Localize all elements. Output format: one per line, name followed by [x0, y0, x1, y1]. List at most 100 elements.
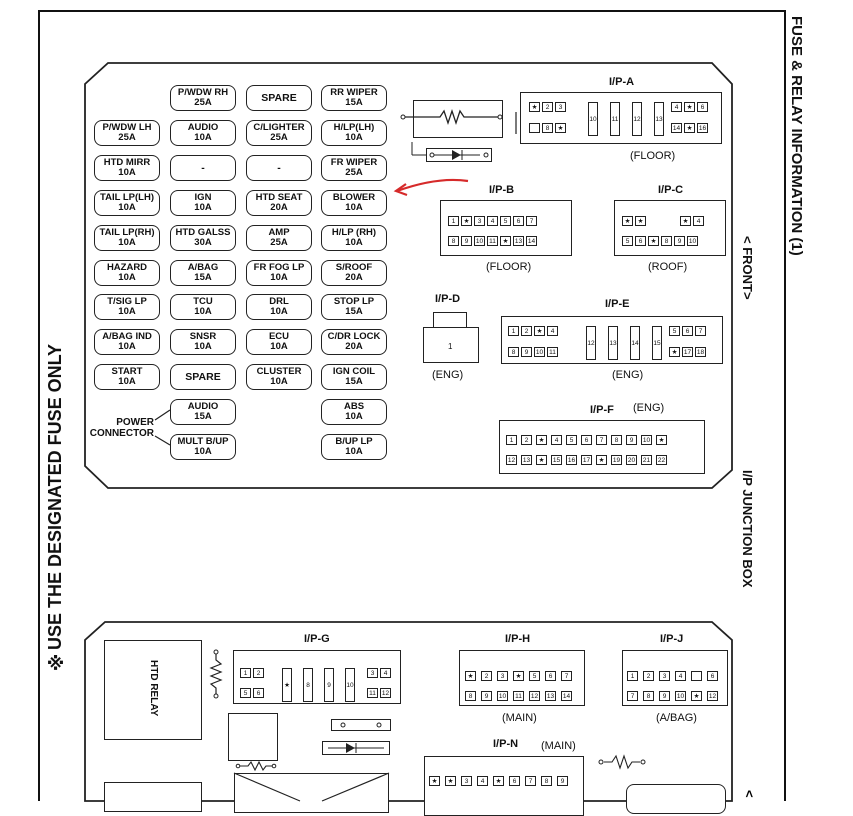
pin: ★ [534, 326, 545, 336]
pin: ★ [461, 216, 472, 226]
pin: 3 [497, 671, 508, 681]
pin: 3 [555, 102, 566, 112]
pin: 22 [656, 455, 667, 465]
fuse-blank: - [170, 155, 236, 181]
pin: 3 [461, 776, 472, 786]
fuse-rating: 10A [270, 306, 288, 317]
left-frame-line [38, 10, 40, 801]
fuse-name: ABS [343, 401, 365, 412]
fuse-rating: 25A [270, 132, 288, 143]
pin: 5 [566, 435, 577, 445]
pin: 5 [240, 688, 251, 698]
fuse-name: AUDIO [187, 401, 219, 412]
fuse-rating: 15A [345, 306, 363, 317]
fuse-rating: 10A [270, 341, 288, 352]
pin: 4 [487, 216, 498, 226]
fuse-rating: 10A [270, 376, 288, 387]
fuse-rating: 10A [194, 306, 212, 317]
pin: 6 [682, 326, 693, 336]
pin: 7 [561, 671, 572, 681]
fuse-spare: SPARE [246, 85, 312, 111]
connector-ipc [614, 200, 726, 256]
fuse-name: ECU [268, 331, 290, 342]
ipj-location: (A/BAG) [656, 712, 697, 724]
pin: ★ [536, 435, 547, 445]
side-title: FUSE & RELAY INFORMATION (1) [788, 16, 805, 256]
pin: 7 [525, 776, 536, 786]
ipf-title: I/P-F [590, 404, 614, 416]
pin: 4 [671, 102, 682, 112]
pin: 6 [707, 671, 718, 681]
pin: ★ [684, 123, 695, 133]
pin: 2 [521, 435, 532, 445]
pin: 21 [641, 455, 652, 465]
pin: 12 [529, 691, 540, 701]
pin: 1 [448, 216, 459, 226]
fuse-rating: 15A [194, 272, 212, 283]
tall-pin: 12 [586, 326, 596, 360]
fuse-rating: 10A [118, 341, 136, 352]
fuse-spare: SPARE [170, 364, 236, 390]
ipn-location: (MAIN) [541, 740, 576, 752]
fuse-name: IGN [194, 192, 212, 203]
pin: 5 [669, 326, 680, 336]
fuse-rating: 25A [270, 237, 288, 248]
pin: 6 [697, 102, 708, 112]
fuse-name: A/BAG IND [102, 331, 152, 342]
fuse-rating: 10A [270, 272, 288, 283]
fuse-rating: 10A [345, 237, 363, 248]
pin: ★ [529, 102, 540, 112]
pin: 6 [545, 671, 556, 681]
pin: 18 [695, 347, 706, 357]
junction-box-label: I/P JUNCTION BOX [740, 470, 755, 588]
pin: 10 [474, 236, 485, 246]
tall-pin: 10 [588, 102, 598, 136]
connector-ipa [520, 92, 722, 144]
pin: 4 [380, 668, 391, 678]
ipc-location: (ROOF) [648, 261, 688, 273]
right-frame-line [784, 10, 786, 801]
ipf-location: (ENG) [633, 402, 665, 414]
fuse-name: B/UP LP [335, 436, 373, 447]
pin: 4 [693, 216, 704, 226]
tall-pin: 10 [345, 668, 355, 702]
tall-pin: 14 [630, 326, 640, 360]
connector-ipb [440, 200, 572, 256]
fuse-name: RR WIPER [330, 87, 378, 98]
pin: 7 [526, 216, 537, 226]
pin: 13 [513, 236, 524, 246]
tall-pin: 15 [652, 326, 662, 360]
fuse-name: T/SIG LP [107, 296, 147, 307]
ipd-latch [433, 312, 467, 328]
pin: 6 [509, 776, 520, 786]
pin: ★ [669, 347, 680, 357]
fuse-rating: 10A [118, 237, 136, 248]
pin: 2 [521, 326, 532, 336]
fuse-name: SPARE [261, 92, 297, 104]
fuse-name: P/WDW RH [177, 87, 229, 98]
fuse-name: H/LP (RH) [331, 227, 377, 238]
ipe-title: I/P-E [605, 298, 630, 310]
pin [529, 123, 540, 133]
fuse-name: TAIL LP(LH) [100, 192, 154, 203]
fuse-rating: 25A [194, 97, 212, 108]
fuse-rating: 15A [345, 97, 363, 108]
fuse-name: FR WIPER [330, 157, 378, 168]
pin: 8 [448, 236, 459, 246]
fuse-name: AUDIO [187, 122, 219, 133]
ipb-title: I/P-B [489, 184, 515, 196]
connector-ipf [499, 420, 705, 474]
fuse-name: MULT B/UP [177, 436, 229, 447]
